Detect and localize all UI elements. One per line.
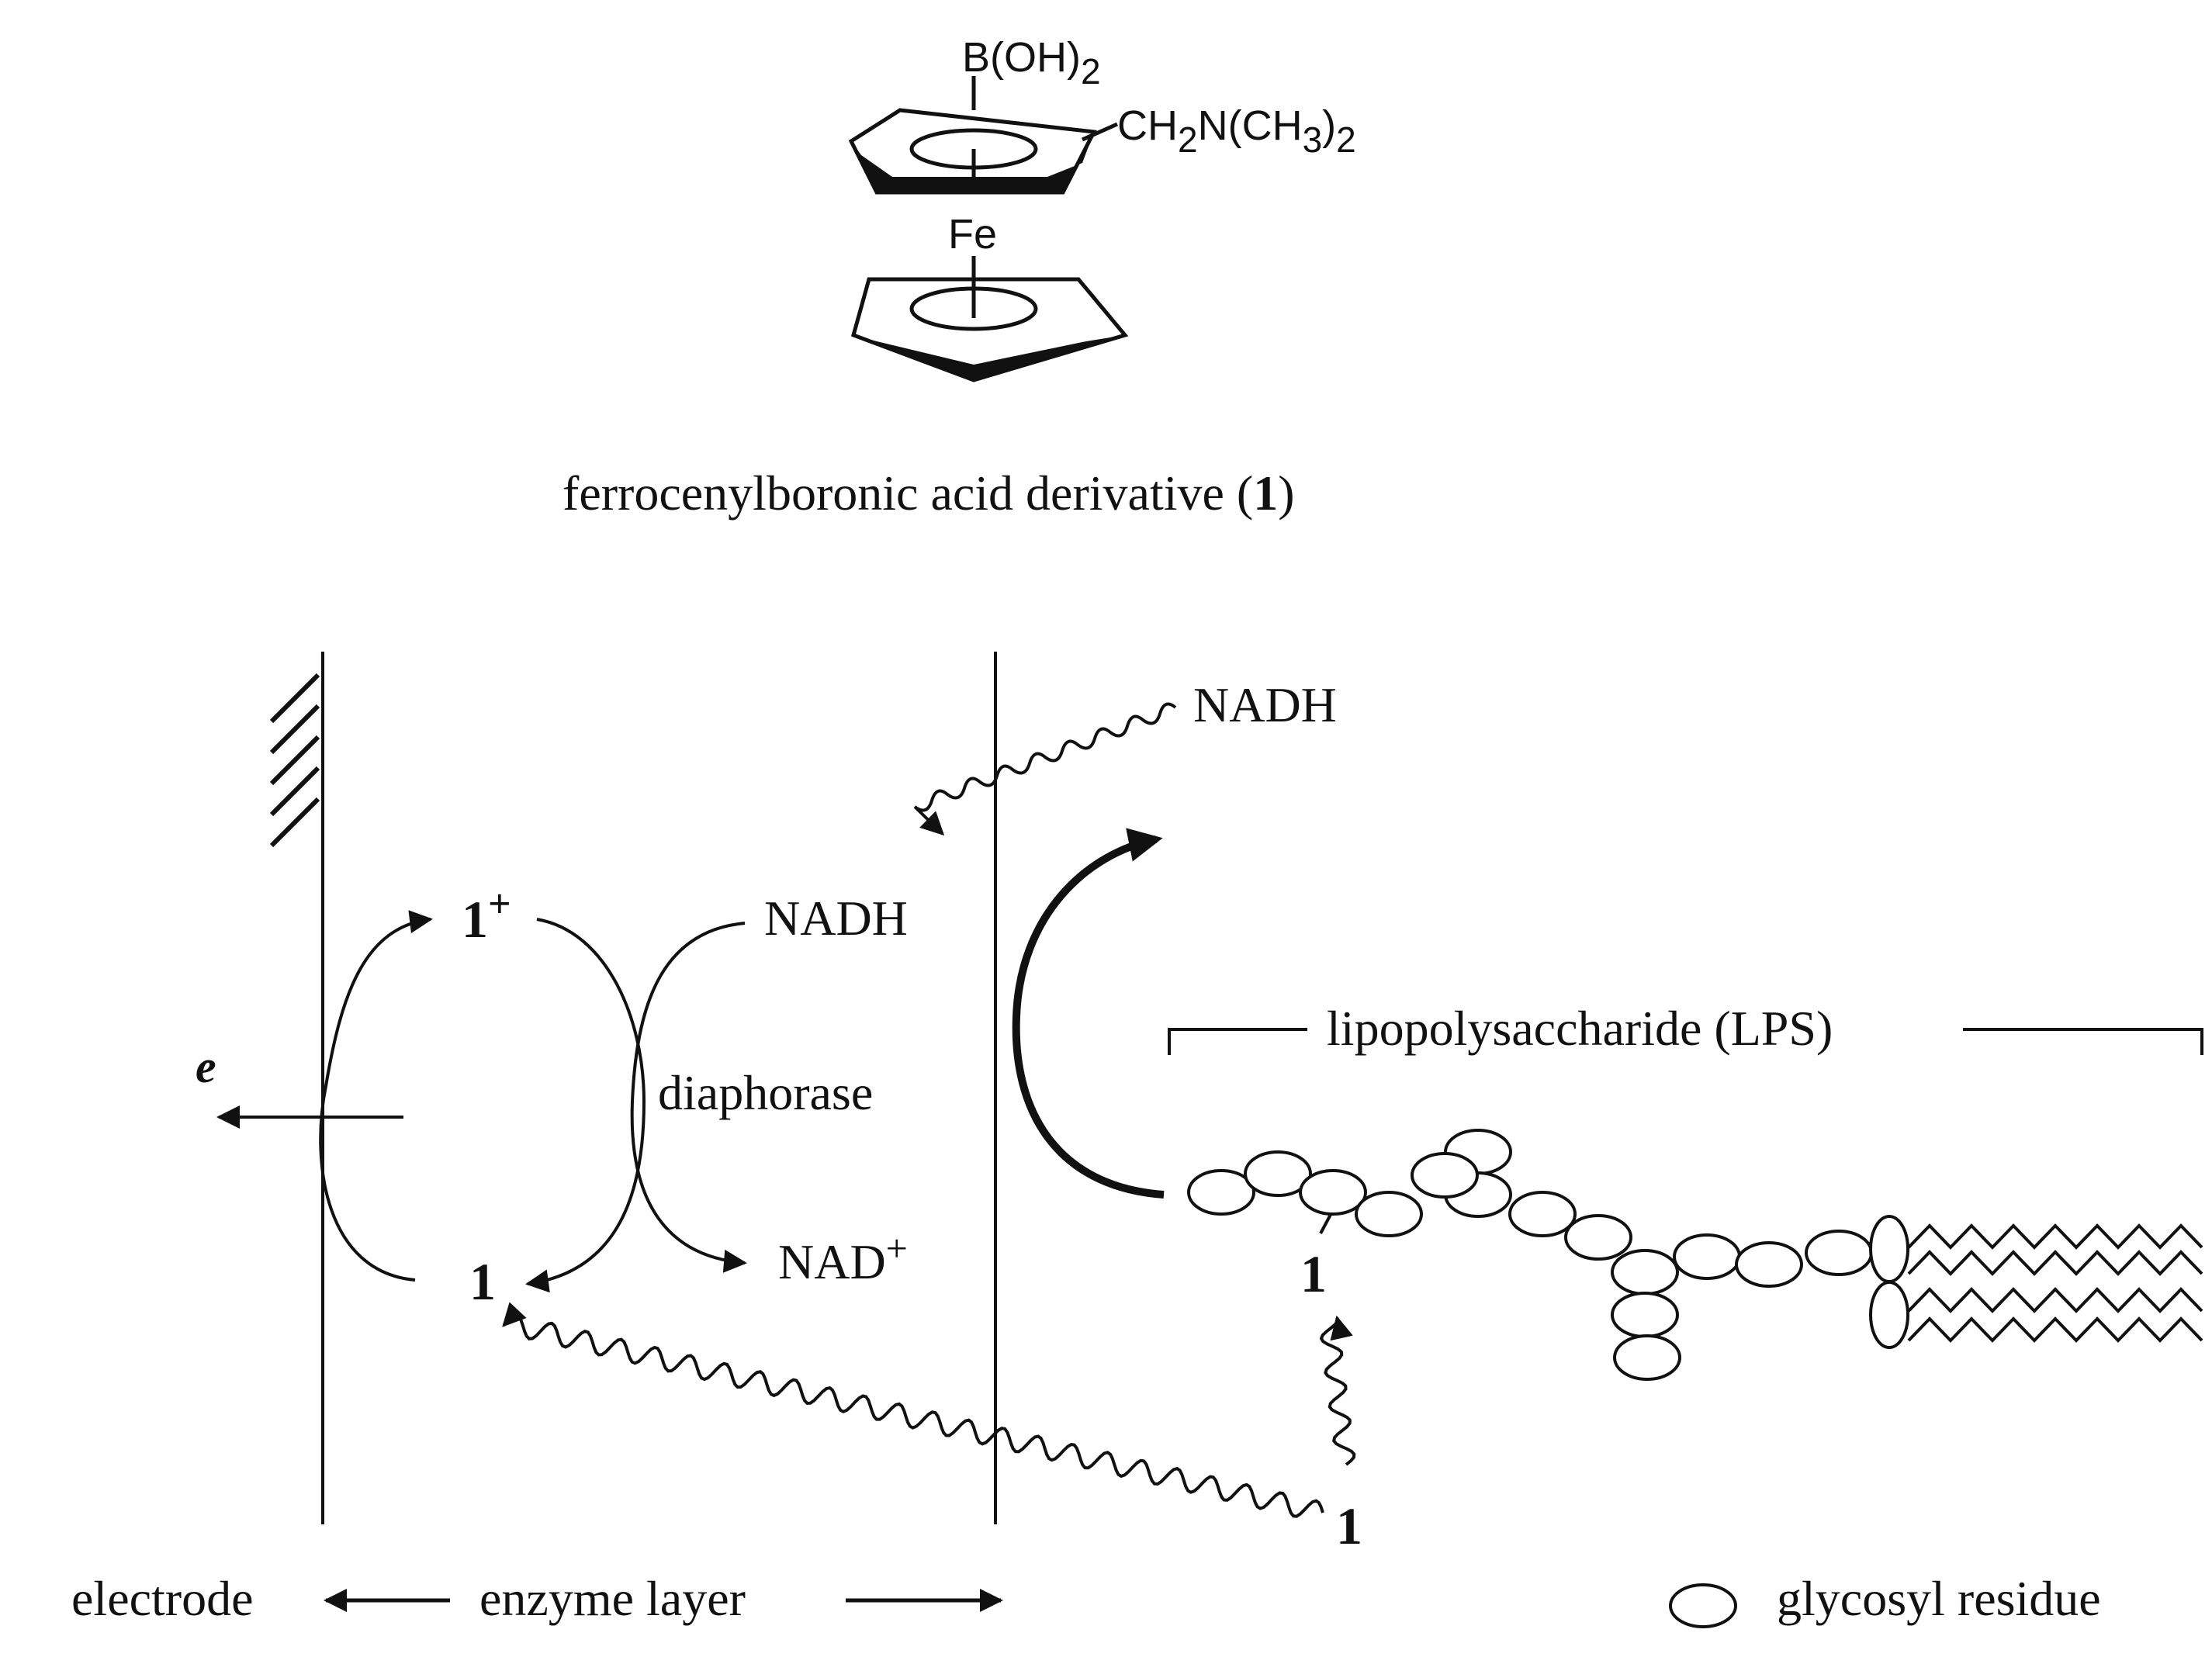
- oxidized-mediator-label: 1+: [462, 882, 511, 949]
- diaphorase-cycle-left: [630, 922, 747, 1273]
- glycosyl-residue: [1735, 1241, 1803, 1288]
- upper-ring-front-shade: [851, 132, 1094, 192]
- bound-mediator-label: 1: [1300, 1244, 1327, 1303]
- glycosyl-residue: [1869, 1215, 1909, 1283]
- free-mediator-label: 1: [1336, 1496, 1362, 1555]
- electrode-cycle-left: [319, 910, 433, 1282]
- glycosyl-residue: [1355, 1191, 1423, 1237]
- boron-group-label: B(OH)2: [962, 34, 1101, 92]
- mediator-to-lps-arrow: [1319, 1315, 1356, 1466]
- mediator-diffusion-arrow: [502, 1302, 1324, 1518]
- sidechain-label: CH2N(CH3)2: [1117, 102, 1356, 160]
- glycosyl-residue: [1613, 1334, 1681, 1381]
- nadh-top-label: NADH: [1193, 677, 1337, 732]
- glycosyl-residue: [1673, 1233, 1741, 1280]
- lps-bracket-right: [1963, 1028, 2203, 1055]
- glycosyl-residue: [1805, 1230, 1873, 1276]
- electrode-label: electrode: [71, 1571, 254, 1626]
- glycosyl-residue: [1244, 1150, 1312, 1197]
- glycosyl-residue: [1508, 1191, 1577, 1237]
- electrode-hatching: [269, 673, 320, 848]
- lps-bracket-left: [1168, 1028, 1307, 1055]
- lps-binding-arrow: [1012, 828, 1165, 1199]
- lps-label: lipopolysaccharide (LPS): [1327, 1001, 1833, 1056]
- compound-caption: ferrocenylboronic acid derivative (1): [563, 465, 1295, 521]
- glycosyl-residue: [1564, 1214, 1632, 1261]
- enzyme-layer-label: enzyme layer: [479, 1571, 746, 1626]
- glycosyl-residue: [1869, 1281, 1909, 1349]
- lipid-tails: [1907, 1223, 2203, 1343]
- diaphorase-label: diaphorase: [658, 1065, 873, 1120]
- glycosyl-residue: [1611, 1292, 1679, 1338]
- electrode-cycle-right: [525, 918, 646, 1293]
- glycosyl-residue: [1187, 1169, 1255, 1216]
- reduced-mediator-label: 1: [469, 1252, 496, 1311]
- nad-plus-label: NAD+: [778, 1226, 908, 1289]
- ellipse-icon: [1669, 1583, 1737, 1628]
- legend-glycosyl-label: glycosyl residue: [1777, 1571, 2101, 1626]
- glycosyl-residue: [1611, 1249, 1679, 1296]
- glycosyl-residue: [1299, 1169, 1367, 1216]
- iron-label: Fe: [948, 211, 997, 258]
- nadh-diffusion-arrow: [913, 702, 1177, 836]
- electron-label: e: [196, 1041, 216, 1092]
- glycosyl-residue: [1411, 1152, 1479, 1199]
- ferrocene-structure: [848, 76, 1129, 382]
- lps-glycosyl-chain: [1187, 1129, 1909, 1381]
- lower-ring-front-shade: [853, 335, 1125, 380]
- nadh-inner-label: NADH: [764, 891, 908, 946]
- sidechain-bond: [1081, 122, 1119, 142]
